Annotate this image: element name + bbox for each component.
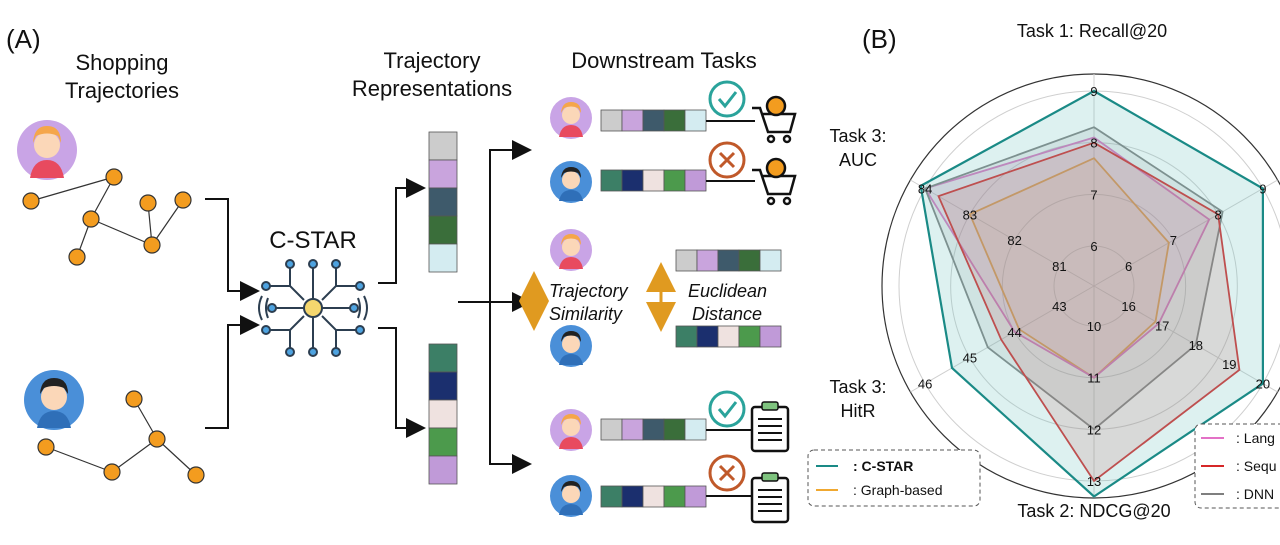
radar-spoke [910, 179, 1095, 287]
row4-embedding [600, 485, 707, 508]
cross-icon-2 [708, 454, 746, 492]
check-icon-2 [708, 390, 746, 428]
radar-tick-label: 19 [1222, 357, 1236, 372]
check-icon [708, 80, 746, 118]
clipboard-icon [750, 401, 790, 453]
row2-embedding [600, 169, 707, 192]
radar-tick-label: 81 [1052, 259, 1066, 274]
legend-left: : C-STAR : Graph-based [807, 449, 981, 507]
clipboard-icon-2 [750, 472, 790, 524]
radar-series-sequ [937, 141, 1241, 483]
radar-tick-label: 6 [1090, 239, 1097, 254]
radar-tick-label: 83 [963, 207, 977, 222]
shopping-cart-icon [752, 95, 797, 144]
legend-sequ-label: : Sequ [1236, 458, 1276, 474]
axis-label-hitr-line2: HitR [841, 401, 876, 421]
radar-tick-label: 8 [1090, 136, 1097, 151]
similarity-label-line1: Trajectory [549, 281, 629, 301]
radar-tick-label: 9 [1090, 84, 1097, 99]
radar-tick-label: 44 [1007, 325, 1021, 340]
trajectory-nodes-2 [37, 390, 205, 484]
radar-tick-label: 45 [963, 351, 977, 366]
trajectory-nodes-1 [22, 168, 192, 266]
downstream-arrows [458, 140, 532, 474]
row1-avatar-icon [550, 97, 592, 139]
representation-bar-2 [428, 343, 458, 485]
similarity-label-line2: Similarity [549, 304, 623, 324]
sim-avatar-female-icon [550, 229, 592, 271]
axis-label-hitr-line1: Task 3: [829, 377, 886, 397]
repr-title-line2: Representations [352, 76, 512, 101]
shopping-title-line2: Trajectories [65, 78, 179, 103]
cross-icon [708, 141, 746, 179]
radar-spoke [910, 285, 1095, 393]
radar-tick-label: 46 [918, 377, 932, 392]
shopping-cart-icon-2 [752, 157, 797, 206]
model-name: C-STAR [269, 227, 357, 254]
panel-b-label: (B) [862, 24, 897, 54]
row3-embedding [600, 418, 707, 441]
legend-cstar-label: : C-STAR [853, 458, 913, 474]
user-avatar-female-icon [17, 120, 77, 180]
radar-tick-label: 84 [918, 182, 932, 197]
radar-tick-label: 16 [1121, 299, 1135, 314]
repr-title-line1: Trajectory [384, 48, 481, 73]
radar-tick-label: 82 [1007, 233, 1021, 248]
legend-right: : Lang : Sequ : DNN [1194, 423, 1280, 509]
legend-lang-label: : Lang [1236, 430, 1275, 446]
axis-label-recall: Task 1: Recall@20 [1017, 21, 1167, 41]
distance-label-line1: Euclidean [688, 281, 767, 301]
sim-embedding-2 [675, 325, 782, 348]
radar-chart: 6 7 8 9 6 7 8 9 16 17 18 19 20 10 11 12 13 43 44 45 46 81 82 83… [881, 73, 1280, 499]
radar-tick-label: 11 [1087, 371, 1101, 386]
representation-bar-1 [428, 131, 458, 273]
row3-avatar-icon [550, 409, 592, 451]
input-arrows [205, 198, 260, 429]
axis-label-auc-line1: Task 3: [829, 126, 886, 146]
row4-avatar-icon [550, 475, 592, 517]
radar-series-c-star [919, 89, 1265, 498]
radar-tick-label: 9 [1259, 182, 1266, 197]
radar-series-dnn [923, 126, 1224, 431]
radar-tick-label: 12 [1087, 422, 1101, 437]
radar-spoke [1093, 179, 1278, 287]
distance-label-line2: Distance [692, 304, 762, 324]
radar-spoke [1093, 285, 1278, 393]
radar-tick-label: 13 [1087, 474, 1101, 489]
row2-avatar-icon [550, 161, 592, 203]
tasks-title: Downstream Tasks [571, 48, 756, 73]
radar-tick-label: 6 [1125, 259, 1132, 274]
radar-tick-label: 8 [1214, 207, 1221, 222]
shopping-title-line1: Shopping [76, 50, 169, 75]
output-arrows [378, 178, 426, 438]
radar-tick-label: 7 [1170, 233, 1177, 248]
radar-tick-label: 43 [1052, 299, 1066, 314]
sim-embedding-1 [675, 249, 782, 272]
neural-network-icon [258, 259, 368, 357]
panel-a-label: (A) [6, 24, 41, 54]
radar-tick-label: 18 [1189, 338, 1203, 353]
radar-tick-label: 17 [1155, 318, 1169, 333]
row1-embedding [600, 109, 707, 132]
axis-label-auc-line2: AUC [839, 150, 877, 170]
user-avatar-male-icon [24, 370, 84, 430]
legend-graph-label: : Graph-based [853, 482, 943, 498]
legend-dnn-label: : DNN [1236, 486, 1274, 502]
radar-tick-label: 20 [1256, 377, 1270, 392]
sim-avatar-male-icon [550, 325, 592, 367]
axis-label-ndcg: Task 2: NDCG@20 [1017, 501, 1170, 521]
radar-tick-label: 10 [1087, 319, 1101, 334]
radar-tick-label: 7 [1090, 187, 1097, 202]
